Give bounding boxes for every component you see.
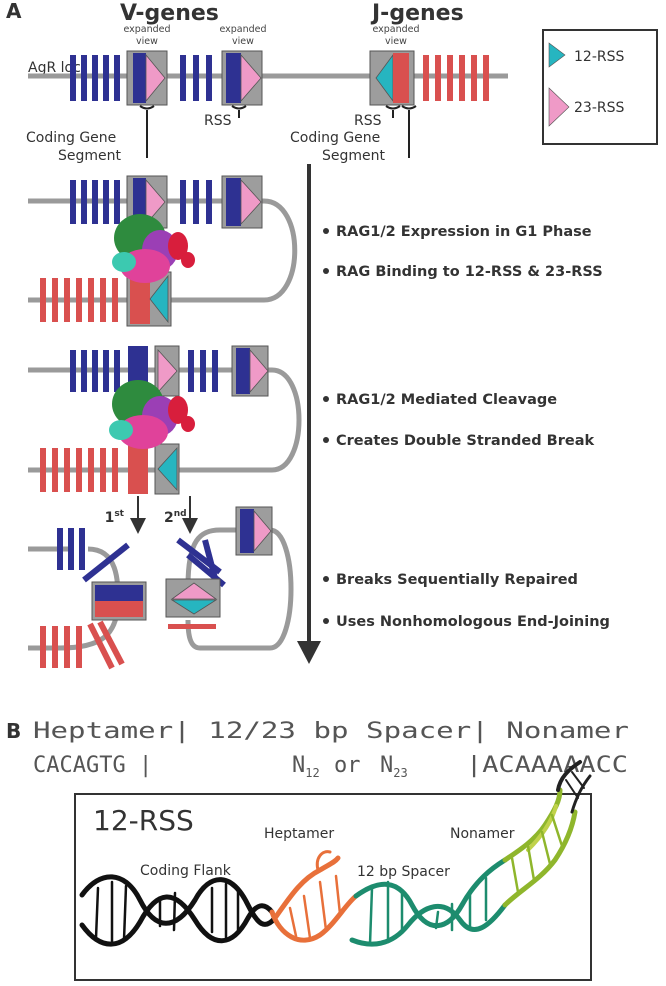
coding-flank-label: Coding Flank — [140, 863, 232, 879]
nonamer-sequence: |ACAAAAACC — [466, 753, 628, 778]
coding-gene-label-v: Coding Gene Segment — [26, 130, 122, 164]
process-steps: RAG1/2 Expression in G1 Phase RAG Bindin… — [323, 224, 610, 630]
heptamer-sequence: CACAGTG | — [33, 753, 152, 778]
rss-sequence-header: Heptamer| 12/23 bp Spacer| Nonamer — [33, 719, 629, 744]
j-genes-title: J-genes — [370, 1, 464, 26]
spacer-length-formula: N12 or N23 — [292, 753, 408, 780]
nonamer-label: Nonamer — [450, 826, 515, 842]
svg-text:2nd: 2nd — [164, 509, 187, 526]
second-cleavage-label: 2nd — [164, 509, 187, 526]
heptamer-label: Heptamer — [264, 826, 334, 842]
first-cleavage-label: 1st — [105, 509, 125, 526]
svg-text:RAG Binding to 12-RSS & 23-RSS: RAG Binding to 12-RSS & 23-RSS — [336, 264, 603, 280]
svg-text:Segment: Segment — [58, 148, 122, 164]
v-expanded-box-1 — [126, 50, 168, 106]
step-double-strand-break: Creates Double Stranded Break — [323, 433, 595, 449]
step-rag-cleavage: RAG1/2 Mediated Cleavage — [323, 392, 557, 408]
rag-binding-diagram — [28, 175, 298, 327]
rss-structure-box — [74, 793, 592, 981]
svg-text:view: view — [136, 36, 158, 47]
step-sequential-repair: Breaks Sequentially Repaired — [323, 572, 578, 588]
step-rag-expression: RAG1/2 Expression in G1 Phase — [323, 224, 592, 240]
rag-complex-2 — [109, 380, 195, 449]
expanded-view-label-2: expanded view — [219, 24, 266, 47]
rss23-legend-label: 23-RSS — [574, 100, 624, 116]
svg-text:N23: N23 — [380, 753, 408, 780]
repair-diagram — [28, 506, 294, 670]
step-rag-binding: RAG Binding to 12-RSS & 23-RSS — [323, 264, 603, 280]
rag-cleavage-diagram — [28, 345, 302, 534]
svg-text:RAG1/2 Expression in G1 Phase: RAG1/2 Expression in G1 Phase — [336, 224, 592, 240]
rss12-legend-label: 12-RSS — [574, 49, 624, 65]
v-genes-title: V-genes — [120, 1, 219, 26]
svg-text:Coding Gene: Coding Gene — [290, 130, 380, 146]
svg-text:Coding Gene: Coding Gene — [26, 130, 116, 146]
coding-gene-label-j: Coding Gene Segment — [290, 130, 386, 164]
process-timeline-arrowhead — [297, 641, 321, 664]
svg-text:Creates Double Stranded Break: Creates Double Stranded Break — [336, 433, 595, 449]
svg-text:expanded: expanded — [372, 24, 419, 35]
svg-text:view: view — [232, 36, 254, 47]
j-gene-bars — [423, 55, 489, 101]
v-gene-bars — [70, 55, 212, 101]
svg-text:1st: 1st — [105, 509, 125, 526]
svg-text:Segment: Segment — [322, 148, 386, 164]
expanded-view-label-1: expanded view — [123, 24, 170, 47]
svg-text:or: or — [334, 753, 361, 778]
germline-locus — [28, 50, 508, 158]
svg-text:view: view — [385, 36, 407, 47]
panel-b-letter: B — [6, 719, 21, 743]
structure-title: 12-RSS — [93, 804, 194, 837]
rss12-legend-icon — [548, 42, 566, 68]
dna-helix — [79, 760, 592, 947]
svg-text:Uses Nonhomologous End-Joining: Uses Nonhomologous End-Joining — [336, 614, 610, 630]
panel-a-letter: A — [6, 0, 22, 23]
svg-text:Breaks Sequentially Repaired: Breaks Sequentially Repaired — [336, 572, 578, 588]
svg-text:expanded: expanded — [123, 24, 170, 35]
svg-text:N12: N12 — [292, 753, 320, 780]
spacer-label: 12 bp Spacer — [357, 864, 450, 880]
rss23-legend-icon — [548, 87, 570, 127]
rss-label-j: RSS — [354, 113, 382, 129]
rss-legend: 12-RSS 23-RSS — [542, 29, 658, 145]
expanded-view-label-3: expanded view — [372, 24, 419, 47]
rag-complex-1 — [112, 214, 195, 283]
svg-text:expanded: expanded — [219, 24, 266, 35]
svg-text:RAG1/2 Mediated Cleavage: RAG1/2 Mediated Cleavage — [336, 392, 557, 408]
v-expanded-box-2 — [221, 50, 263, 106]
step-nhej: Uses Nonhomologous End-Joining — [323, 614, 610, 630]
j-expanded-box — [369, 50, 415, 106]
rss-label-v: RSS — [204, 113, 232, 129]
